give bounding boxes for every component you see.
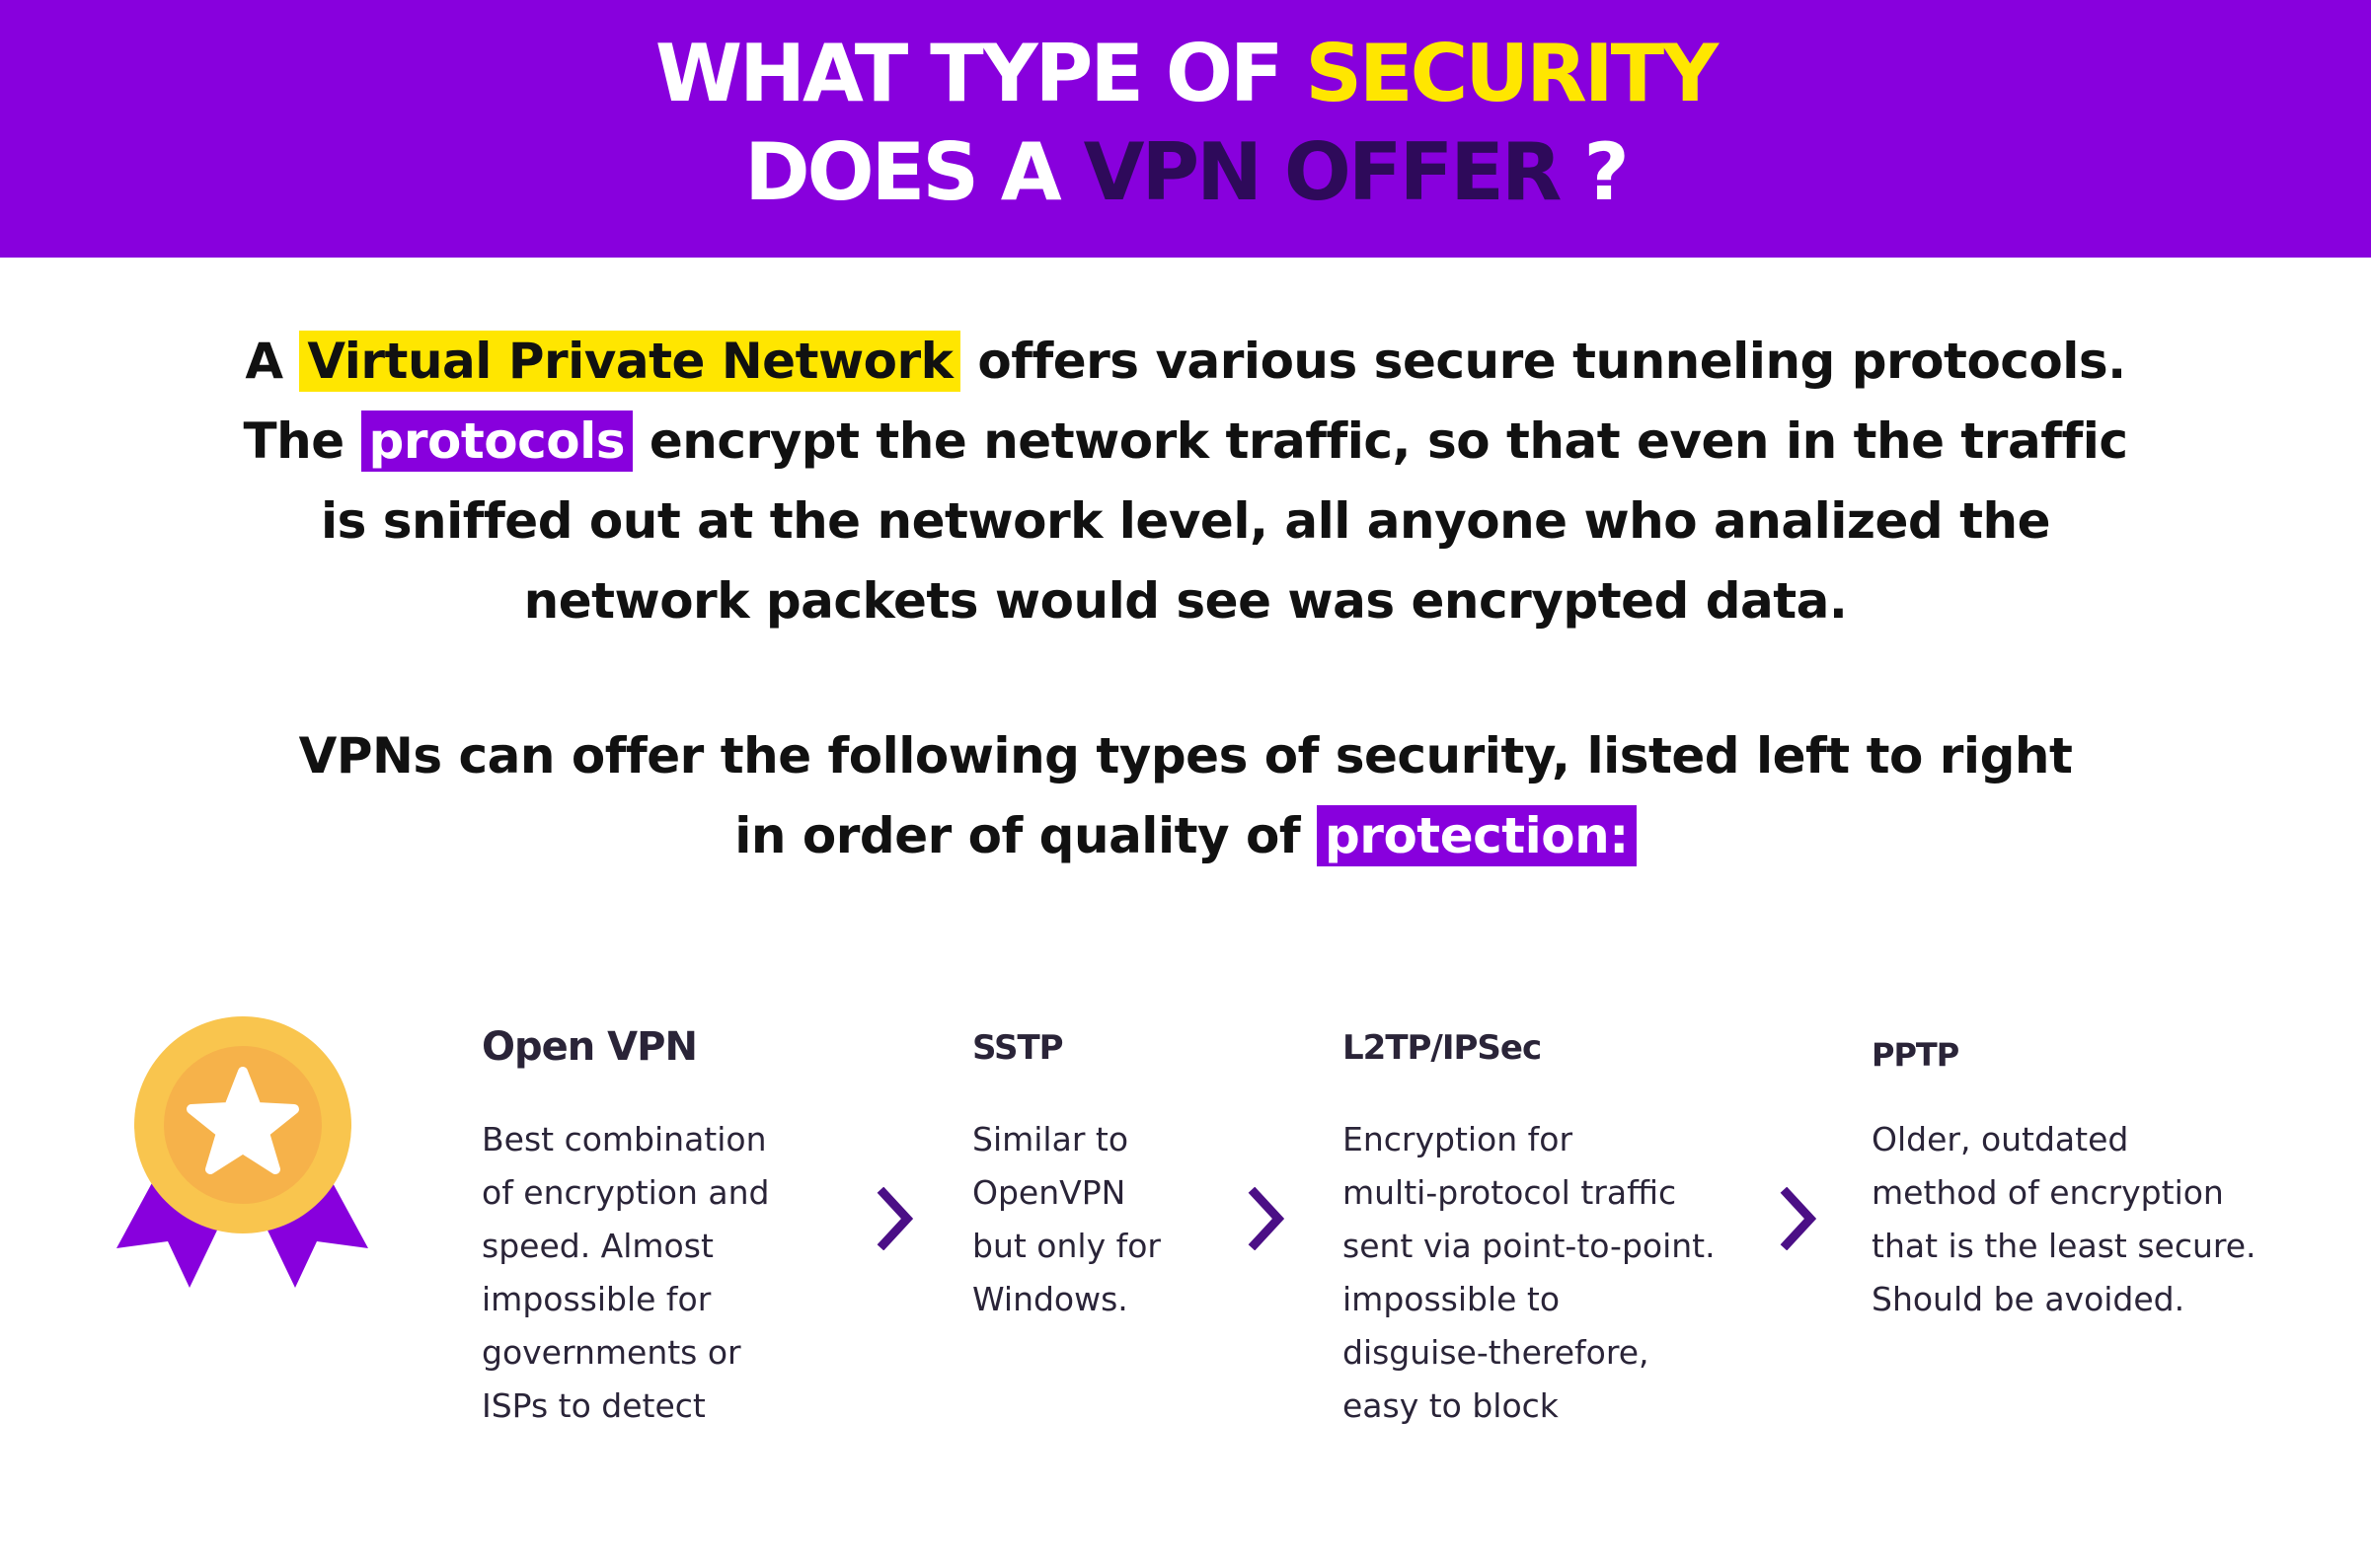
desc-line: Encryption for [1342, 1120, 1573, 1158]
desc-line: speed. Almost [482, 1227, 714, 1265]
desc-line: method of encryption [1872, 1173, 2224, 1212]
header-title-part: WHAT TYPE OF [654, 28, 1306, 119]
desc-line: easy to block [1342, 1386, 1559, 1425]
header-title-highlight-vpn-offer: VPN OFFER [1083, 126, 1563, 218]
desc-line: sent via point-to-point. [1342, 1227, 1716, 1265]
desc-line: of encryption and [482, 1173, 770, 1212]
header-title-question: ? [1559, 126, 1629, 218]
desc-line: OpenVPN [972, 1173, 1126, 1212]
intro2-line-2: in order of quality of protection: [0, 805, 2371, 866]
medal-star-icon [116, 1016, 368, 1288]
intro-text: encrypt the network traffic, so that eve… [632, 412, 2128, 470]
intro-line-1: A Virtual Private Network offers various… [0, 331, 2371, 392]
desc-line: but only for [972, 1227, 1161, 1265]
desc-line: impossible for [482, 1280, 712, 1318]
desc-line: Best combination [482, 1120, 767, 1158]
protocol-desc-l2tp-ipsec: Encryption for multi-protocol traffic se… [1342, 1113, 1716, 1433]
protocol-title-openvpn: Open VPN [482, 1024, 698, 1070]
intro-text: in order of quality of [734, 807, 1317, 864]
desc-line: Similar to [972, 1120, 1129, 1158]
desc-line: impossible to [1342, 1280, 1561, 1318]
protocol-title-l2tp-ipsec: L2TP/IPSec [1342, 1028, 1542, 1068]
highlight-virtual-private-network: Virtual Private Network [299, 331, 961, 392]
chevron-right-icon [877, 1187, 914, 1250]
header-title-line1: WHAT TYPE OF SECURITY [0, 28, 2371, 119]
desc-line: ISPs to detect [482, 1386, 706, 1425]
header-banner: WHAT TYPE OF SECURITY DOES A VPN OFFER ? [0, 0, 2371, 258]
protocol-desc-openvpn: Best combination of encryption and speed… [482, 1113, 770, 1433]
highlight-protocols: protocols [360, 411, 633, 472]
chevron-right-icon [1248, 1187, 1285, 1250]
desc-line: governments or [482, 1333, 741, 1372]
intro2-line-1: VPNs can offer the following types of se… [298, 727, 2073, 784]
intro-line-4: network packets would see was encrypted … [523, 572, 1848, 630]
chevron-right-icon [1780, 1187, 1817, 1250]
protocol-desc-pptp: Older, outdated method of encryption tha… [1872, 1113, 2256, 1326]
desc-line: Windows. [972, 1280, 1128, 1318]
header-title-line2: DOES A VPN OFFER ? [0, 126, 2371, 218]
desc-line: disguise-therefore, [1342, 1333, 1649, 1372]
protocol-desc-sstp: Similar to OpenVPN but only for Windows. [972, 1113, 1161, 1326]
header-title-part: DOES A [744, 126, 1084, 218]
desc-line: that is the least secure. [1872, 1227, 2256, 1265]
protocol-title-pptp: PPTP [1872, 1036, 1959, 1074]
intro-text: offers various secure tunneling protocol… [960, 333, 2126, 390]
intro-line-2: The protocols encrypt the network traffi… [0, 411, 2371, 472]
intro-text: A [245, 333, 300, 390]
header-title-highlight-security: SECURITY [1305, 28, 1719, 119]
desc-line: Older, outdated [1872, 1120, 2129, 1158]
protocol-title-sstp: SSTP [972, 1028, 1064, 1068]
highlight-protection: protection: [1317, 805, 1637, 866]
intro-text: The [243, 412, 361, 470]
desc-line: Should be avoided. [1872, 1280, 2185, 1318]
desc-line: multi-protocol traffic [1342, 1173, 1677, 1212]
intro-line-3: is sniffed out at the network level, all… [320, 492, 2051, 550]
